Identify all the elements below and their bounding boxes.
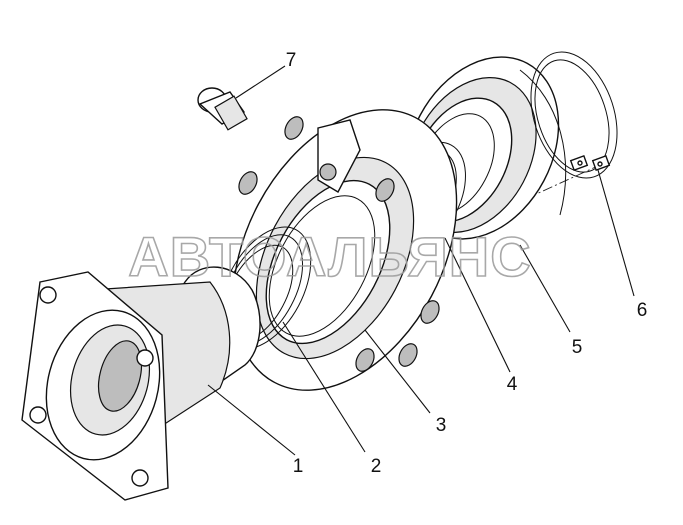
leader-line-3 xyxy=(364,329,431,414)
leader-line-6 xyxy=(597,169,635,297)
part-7-grease-fitting xyxy=(197,87,248,131)
callout-4: 4 xyxy=(507,374,518,395)
callout-6: 6 xyxy=(637,300,648,321)
leader-line-5 xyxy=(519,244,571,333)
watermark-text: АВТОАЛЬЯНС xyxy=(128,225,531,288)
leader-line-4 xyxy=(444,237,511,373)
part-6-retaining-ring xyxy=(530,51,618,179)
part-1-flanged-sleeve xyxy=(21,266,261,501)
callout-1: 1 xyxy=(293,456,304,477)
leader-line-7 xyxy=(235,65,286,99)
leader-line-1 xyxy=(207,384,296,456)
callout-7: 7 xyxy=(286,50,297,71)
callout-3: 3 xyxy=(436,415,447,436)
callout-5: 5 xyxy=(572,337,583,358)
leader-line-2 xyxy=(282,321,366,453)
callout-2: 2 xyxy=(371,456,382,477)
